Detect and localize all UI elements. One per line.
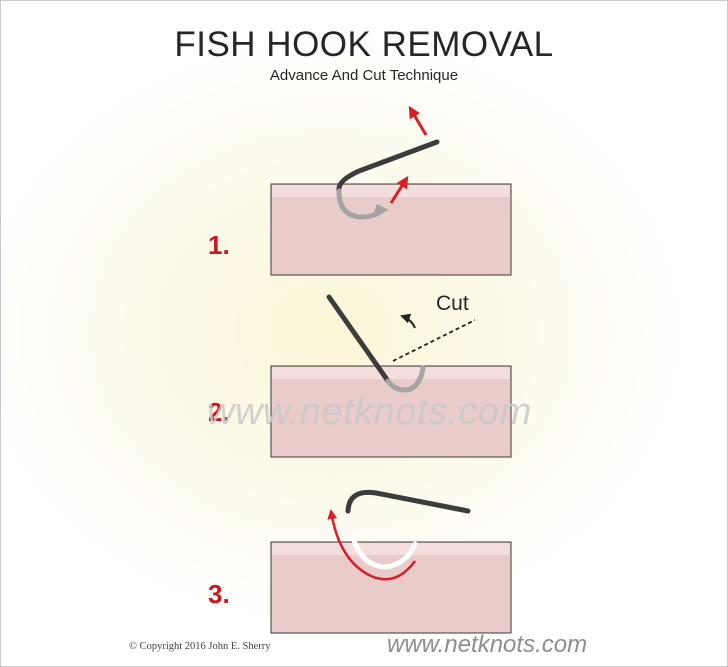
pull-arrow-1	[408, 105, 428, 136]
skin-block-3	[270, 541, 512, 634]
step-2-illustration	[270, 294, 512, 458]
skin-surface-2	[272, 367, 510, 379]
cut-label: Cut	[436, 292, 469, 315]
advance-arrow-1	[389, 175, 409, 204]
hook-point-1	[373, 204, 389, 215]
page-title: FISH HOOK REMOVAL	[174, 25, 554, 64]
hook-shank-2	[326, 294, 391, 384]
hook-embedded-2	[385, 365, 426, 393]
removal-arrow	[327, 509, 417, 581]
step-3-number: 3.	[208, 579, 230, 609]
skin-block-1	[270, 183, 512, 276]
skin-surface-3	[272, 543, 510, 555]
step-3-illustration	[270, 489, 512, 634]
step-2-number: 2.	[208, 397, 230, 427]
copyright-notice: © Copyright 2016 John E. Sherry	[129, 641, 271, 652]
cut-line	[392, 319, 476, 362]
skin-surface-1	[272, 185, 510, 197]
page-subtitle: Advance And Cut Technique	[269, 67, 459, 84]
watermark: www.netknots.com	[207, 391, 532, 433]
footer-url: www.netknots.com	[387, 631, 588, 658]
hook-shank-3	[345, 489, 471, 514]
step-1-number: 1.	[208, 230, 230, 260]
cut-direction-arrow	[400, 313, 416, 329]
step-1-illustration	[270, 105, 512, 276]
hook-removed-segment	[350, 534, 418, 570]
